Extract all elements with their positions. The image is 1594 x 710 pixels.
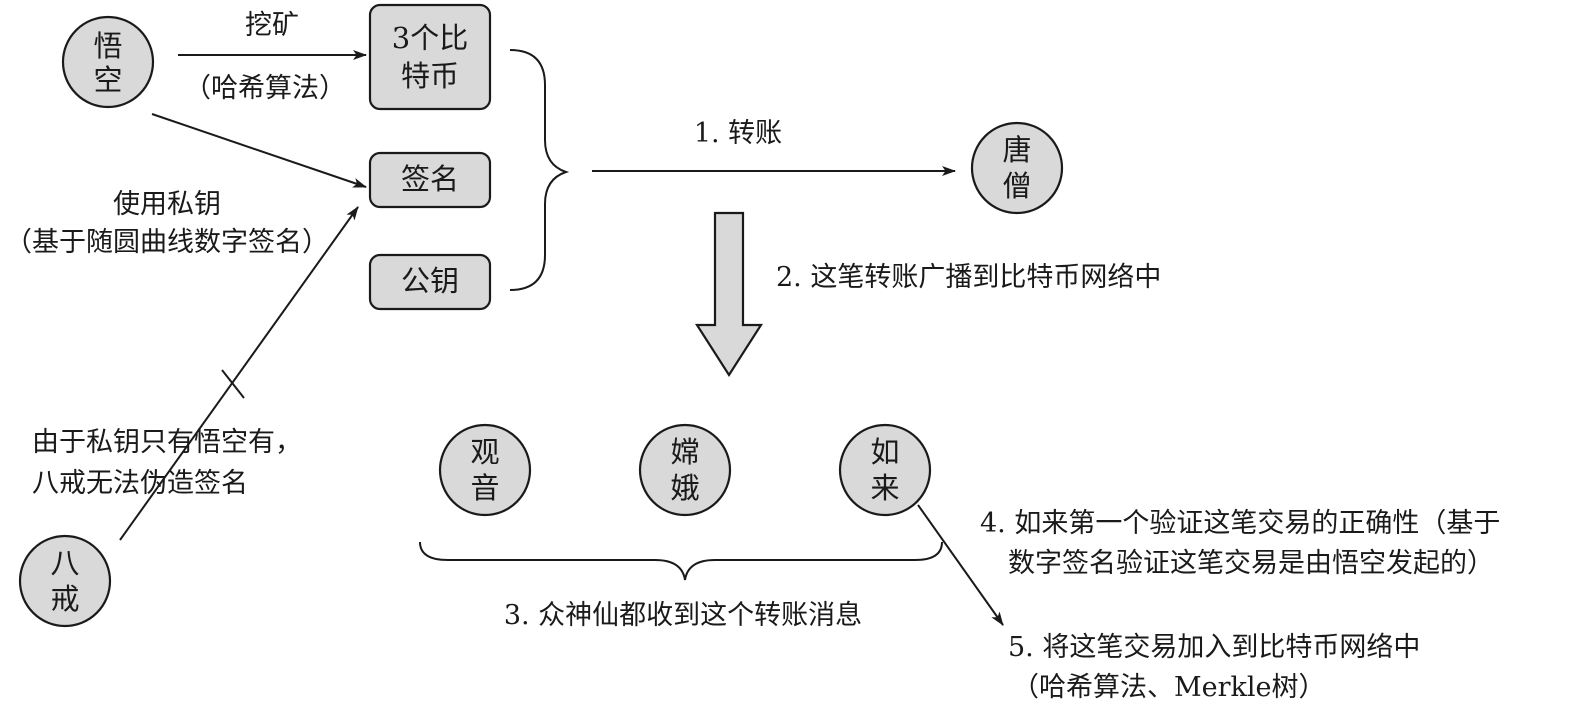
box-signature: 签名 bbox=[368, 151, 492, 209]
label-step4-line1: 4. 如来第一个验证这笔交易的正确性（基于 bbox=[980, 508, 1500, 539]
node-change-line2: 娥 bbox=[670, 471, 699, 505]
brace-boxes bbox=[509, 49, 570, 291]
label-private-only-line1: 由于私钥只有悟空有， bbox=[32, 427, 302, 458]
label-ecdsa: （基于随圆曲线数字签名） bbox=[5, 227, 329, 258]
node-bajie-line1: 八 bbox=[50, 546, 79, 580]
label-step5-line2: （哈希算法、Merkle树） bbox=[1012, 672, 1326, 703]
node-wukong-line2: 空 bbox=[93, 63, 122, 97]
node-rulai: 如 来 bbox=[838, 423, 932, 517]
node-bajie: 八 戒 bbox=[18, 534, 112, 628]
arrow-wukong-to-signature bbox=[151, 113, 367, 188]
node-bajie-line2: 戒 bbox=[50, 582, 79, 616]
box-public-key: 公钥 bbox=[368, 253, 492, 311]
node-wukong: 悟 空 bbox=[61, 15, 155, 109]
node-tangseng-line1: 唐 bbox=[1002, 133, 1031, 167]
node-rulai-line1: 如 bbox=[870, 435, 899, 469]
label-use-private-key: 使用私钥 bbox=[113, 189, 221, 220]
arrow-rulai-to-block bbox=[917, 504, 1004, 626]
label-step3: 3. 众神仙都收到这个转账消息 bbox=[504, 600, 862, 631]
box-public-key-label: 公钥 bbox=[401, 264, 459, 298]
arrow-bajie-to-signature bbox=[119, 206, 359, 541]
node-guanyin: 观 音 bbox=[438, 423, 532, 517]
node-wukong-line1: 悟 bbox=[93, 29, 122, 63]
node-guanyin-line2: 音 bbox=[470, 471, 499, 505]
box-bitcoin: 3个比 特币 bbox=[368, 3, 492, 111]
label-step5-line1: 5. 将这笔交易加入到比特币网络中 bbox=[1008, 632, 1420, 663]
node-rulai-line2: 来 bbox=[870, 471, 899, 505]
label-mining-method: （哈希算法） bbox=[184, 73, 346, 104]
label-private-only-line2: 八戒无法伪造签名 bbox=[32, 468, 248, 499]
node-change-line1: 嫦 bbox=[670, 435, 699, 469]
label-step2: 2. 这笔转账广播到比特币网络中 bbox=[776, 262, 1161, 293]
label-step4-line2: 数字签名验证这笔交易是由悟空发起的） bbox=[1008, 548, 1494, 579]
node-guanyin-line1: 观 bbox=[470, 435, 499, 469]
brace-gods bbox=[419, 541, 943, 581]
broadcast-down-arrow bbox=[694, 211, 764, 378]
label-step1: 1. 转账 bbox=[694, 118, 782, 149]
box-bitcoin-line2: 特币 bbox=[401, 59, 459, 93]
label-mining: 挖矿 bbox=[245, 10, 299, 41]
box-bitcoin-line1: 3个比 bbox=[392, 21, 468, 55]
forgery-cross-mark bbox=[221, 369, 245, 399]
node-tangseng: 唐 僧 bbox=[970, 121, 1064, 215]
node-tangseng-line2: 僧 bbox=[1002, 169, 1031, 203]
box-signature-label: 签名 bbox=[401, 162, 459, 196]
node-change: 嫦 娥 bbox=[638, 423, 732, 517]
